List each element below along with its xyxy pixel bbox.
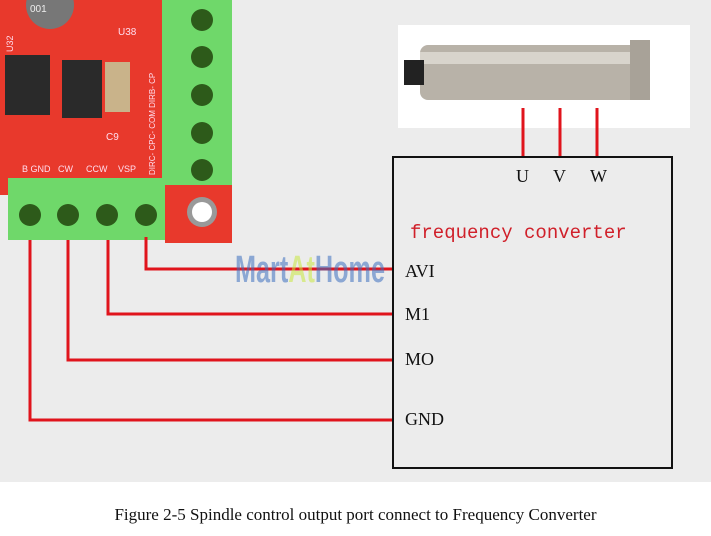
wires [28, 108, 599, 422]
wire-vsp-avi [144, 237, 393, 271]
converter-title: frequency converter [410, 222, 627, 244]
input-mo: MO [405, 349, 434, 369]
wire-ccw-m1 [106, 240, 393, 316]
mounting-hole [192, 202, 212, 222]
terminal-u: U [516, 166, 529, 186]
ic-chip [5, 55, 50, 115]
capacitor [105, 62, 130, 112]
label-side: DIRC- CPC- COM DIRB- CP [148, 73, 157, 175]
spindle-motor [398, 25, 690, 128]
label-cw: CW [58, 164, 73, 174]
label-gnd: B GND [22, 164, 51, 174]
label-001: 001 [30, 4, 47, 15]
figure-caption: Figure 2-5 Spindle control output port c… [114, 505, 597, 524]
input-gnd: GND [405, 409, 444, 429]
wire-cw-mo [66, 240, 393, 362]
label-u32: U32 [5, 35, 15, 52]
frequency-converter-box [392, 156, 673, 469]
ic-chip [62, 60, 102, 118]
input-m1: M1 [405, 304, 430, 324]
label-u38: U38 [118, 27, 137, 38]
label-c9: C9 [106, 132, 119, 143]
label-vsp: VSP [118, 164, 136, 174]
input-avi: AVI [405, 261, 435, 281]
watermark: MartAtHome [235, 249, 385, 291]
label-ccw: CCW [86, 164, 108, 174]
controller-board: 001 U32 C9 U38 B GND CW CCW VSP DIRC- CP… [0, 0, 232, 243]
electrolytic-capacitor [26, 0, 74, 29]
wire-gnd-gnd [28, 240, 393, 422]
terminal-v: V [553, 166, 566, 186]
terminal-w: W [590, 166, 607, 186]
